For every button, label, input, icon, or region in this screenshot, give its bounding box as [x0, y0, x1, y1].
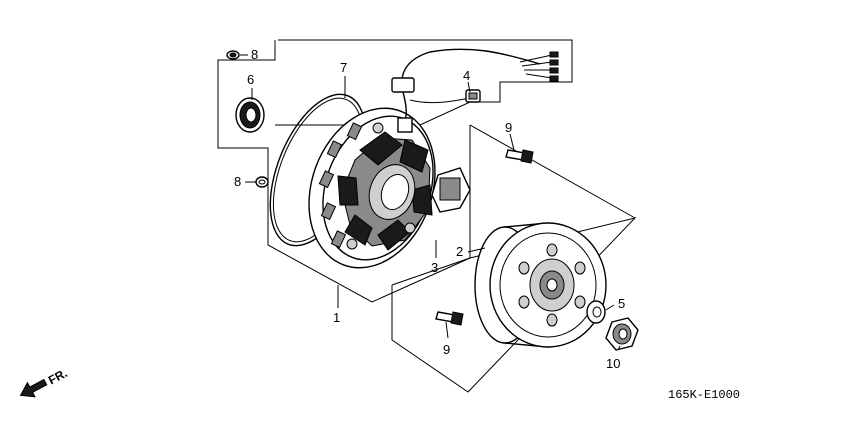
- diagram-code: 165K-E1000: [668, 388, 740, 402]
- callout-6: 6: [247, 72, 254, 87]
- callout-10: 10: [606, 356, 620, 371]
- callout-4: 4: [463, 68, 470, 83]
- callout-2: 2: [456, 244, 463, 259]
- washer-part-8-mid: [255, 176, 269, 188]
- front-arrow-icon: [19, 378, 48, 398]
- grommet-part-4: [465, 89, 481, 103]
- front-indicator: FR.: [19, 366, 70, 398]
- oil-seal: [235, 97, 265, 133]
- assembly-boundary: [217, 39, 636, 303]
- callout-9-lower: 9: [443, 342, 450, 357]
- callout-7: 7: [340, 60, 347, 75]
- leader-lines: [240, 54, 621, 351]
- nut-part-10: [605, 317, 639, 351]
- bolt-part-9-upper: [505, 149, 534, 164]
- washer-part-8-top: [226, 50, 240, 60]
- callout-1: 1: [333, 310, 340, 325]
- bolt-part-9-lower: [435, 311, 464, 326]
- callout-3: 3: [431, 260, 438, 275]
- callout-9-upper: 9: [505, 120, 512, 135]
- callout-5: 5: [618, 296, 625, 311]
- front-label: FR.: [46, 366, 70, 387]
- callout-8-mid: 8: [234, 174, 241, 189]
- callouts: 8 6 7 4 9 8 2 3 1 5 9 10: [234, 47, 625, 371]
- callout-8-top: 8: [251, 47, 258, 62]
- flywheel: [474, 222, 607, 348]
- pulse-generator: [431, 167, 471, 213]
- wiring-harness: [391, 48, 559, 133]
- stator-coils: [337, 122, 433, 251]
- washer-part-5: [586, 300, 606, 324]
